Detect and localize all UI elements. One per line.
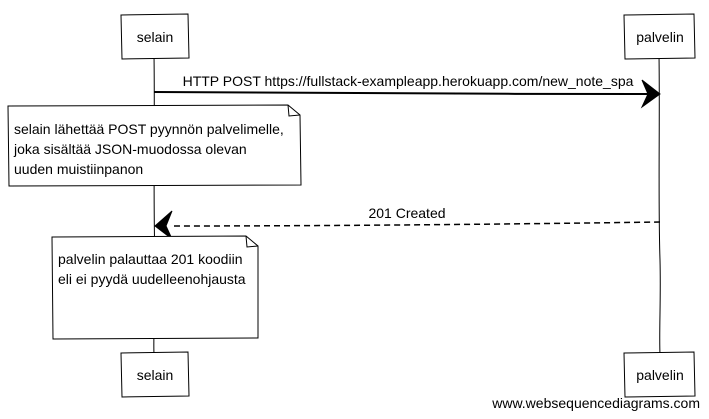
- note-post-request: selain lähettää POST pyynnön palvelimell…: [7, 104, 302, 187]
- note-line: selain lähettää POST pyynnön palvelimell…: [14, 121, 284, 137]
- note-line: eli ei pyydä uudelleenohjausta: [58, 271, 246, 287]
- participant-label: selain: [137, 367, 174, 383]
- participant-label: palvelin: [636, 29, 683, 45]
- note-line: palvelin palauttaa 201 koodiin: [58, 251, 242, 267]
- note-201-response: palvelin palauttaa 201 koodiin eli ei py…: [51, 235, 259, 340]
- note-line: uuden muistiinpanon: [14, 161, 143, 177]
- message-http-post: HTTP POST https://fullstack-exampleapp.h…: [153, 73, 661, 109]
- arrowhead-icon: [154, 210, 173, 240]
- participant-box-palvelin-bottom: palvelin: [623, 351, 696, 398]
- watermark: www.websequencediagrams.com: [491, 395, 700, 411]
- message-201-created: 201 Created: [154, 205, 661, 240]
- message-label: HTTP POST https://fullstack-exampleapp.h…: [183, 73, 634, 89]
- participant-box-selain-top: selain: [120, 13, 190, 60]
- lifeline-palvelin: [658, 54, 661, 356]
- participant-box-selain-bottom: selain: [120, 351, 190, 398]
- participant-label: selain: [137, 29, 174, 45]
- participant-label: palvelin: [636, 367, 683, 383]
- participant-box-palvelin-top: palvelin: [623, 13, 696, 60]
- arrowhead-icon: [640, 79, 661, 109]
- message-label: 201 Created: [368, 205, 445, 221]
- note-line: joka sisältää JSON-muodossa olevan: [13, 141, 247, 157]
